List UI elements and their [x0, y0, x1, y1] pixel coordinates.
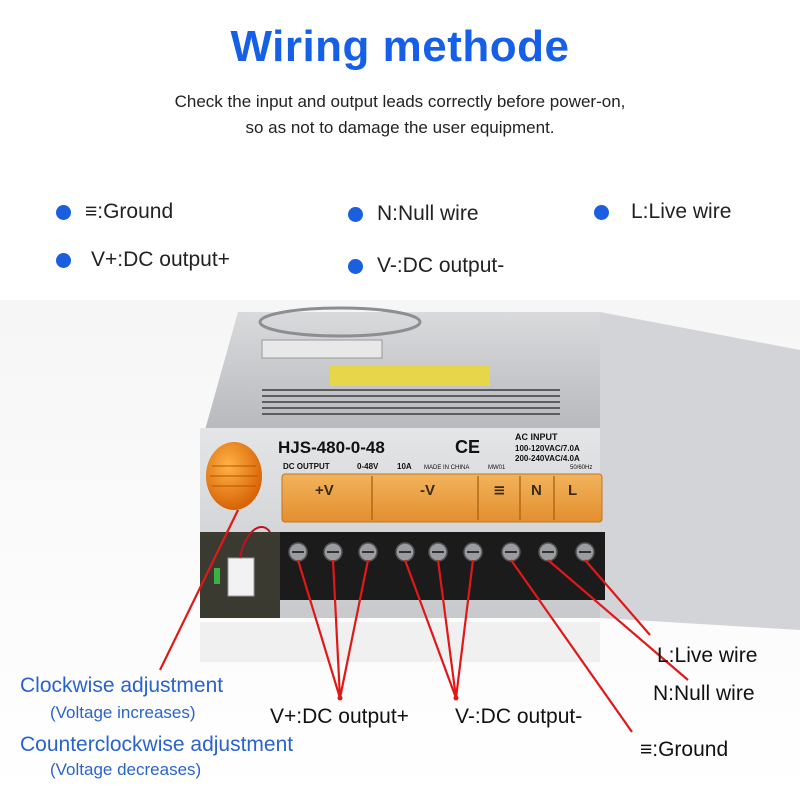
- legend-vminus: V-:DC output-: [348, 254, 504, 278]
- terminal-label-n: N: [531, 482, 542, 499]
- vminus-label: V-:DC output-: [455, 705, 583, 728]
- annotation-wires: [159, 509, 689, 733]
- counterclockwise-label: Counterclockwise adjustment: [20, 733, 294, 756]
- ac-input-text: AC INPUT: [515, 432, 558, 442]
- clockwise-label: Clockwise adjustment: [20, 674, 224, 697]
- ac-line1-text: 100-120VAC/7.0A: [515, 444, 580, 453]
- legend-ground: ≡:Ground: [56, 200, 173, 224]
- legend-live: L:Live wire: [594, 200, 731, 224]
- legend-live-label: L:Live wire: [631, 200, 732, 223]
- legend-vplus: V+:DC output+: [56, 248, 230, 272]
- ac-line2-text: 200-240VAC/4.0A: [515, 454, 580, 463]
- clockwise-note: (Voltage increases): [50, 703, 196, 722]
- legend-null-label: N:Null wire: [377, 202, 479, 225]
- bullet-icon: [348, 206, 363, 222]
- knob-ridges: [210, 465, 258, 487]
- legend-vminus-label: V-:DC output-: [377, 254, 505, 277]
- fan-grille: [258, 306, 422, 338]
- terminal-label-l: L: [568, 482, 577, 499]
- page-title: Wiring methode: [230, 22, 570, 71]
- case-sticker: [261, 339, 383, 359]
- legend-vplus-label: V+:DC output+: [91, 248, 230, 271]
- bullet-icon: [56, 204, 71, 220]
- led-indicator: [214, 568, 220, 584]
- legend-ground-label: ≡:Ground: [85, 200, 174, 223]
- connector-wire: [239, 526, 271, 559]
- bullet-icon: [56, 252, 71, 268]
- dc-output-text: DC OUTPUT: [283, 462, 330, 471]
- warning-sticker: [330, 366, 490, 386]
- wire-endpoints: [337, 695, 459, 701]
- terminal-cover: [281, 473, 603, 523]
- live-label: L:Live wire: [657, 644, 758, 667]
- bullet-icon: [594, 204, 609, 220]
- vplus-label: V+:DC output+: [270, 705, 409, 728]
- terminal-label-vminus: -V: [420, 482, 435, 499]
- power-supply-illustration: HJS-480-0-48 CE AC INPUT 100-120VAC/7.0A…: [0, 300, 800, 800]
- null-label: N:Null wire: [653, 682, 755, 705]
- ce-mark: CE: [455, 437, 480, 457]
- subtitle-line-1: Check the input and output leads correct…: [174, 92, 626, 111]
- dc-current-text: 10A: [397, 462, 412, 471]
- bullet-icon: [348, 258, 363, 274]
- jst-connector: [227, 557, 255, 597]
- subtitle-line-2: so as not to damage the user equipment.: [245, 118, 555, 137]
- legend-null: N:Null wire: [348, 202, 479, 226]
- case-side: [600, 312, 800, 630]
- cover-dividers: [371, 476, 555, 520]
- terminal-label-vplus: +V: [315, 482, 334, 499]
- terminal-label-ground: ≡: [493, 481, 506, 499]
- model-text: HJS-480-0-48: [278, 438, 385, 457]
- reflection: [200, 622, 600, 662]
- mw-text: MW01: [488, 465, 506, 471]
- freq-text: 50/60Hz: [570, 465, 592, 471]
- counterclockwise-note: (Voltage decreases): [50, 760, 202, 779]
- vent-slots: [262, 389, 560, 415]
- ground-label: ≡:Ground: [640, 738, 729, 761]
- dc-range-text: 0-48V: [357, 462, 379, 471]
- made-in-text: MADE IN CHINA: [424, 465, 469, 471]
